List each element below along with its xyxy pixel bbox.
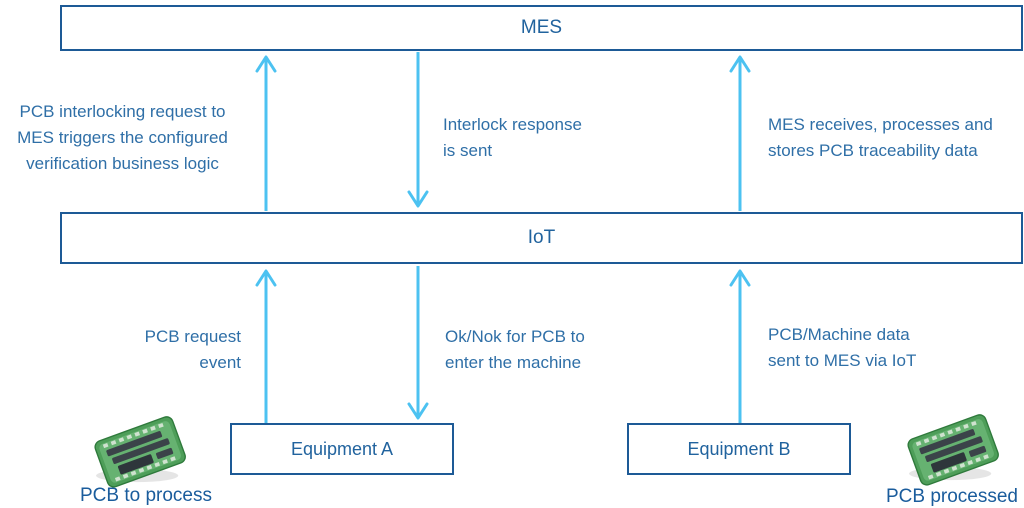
flow-text-line: event: [199, 353, 241, 372]
interlock-request-arrow-icon: [253, 52, 279, 211]
flow-text-interlock-request: PCB interlocking request to MES triggers…: [0, 99, 245, 177]
flow-text-ok-nok: Ok/Nok for PCB to enter the machine: [445, 324, 585, 376]
equipment-b-label: Equipment B: [687, 438, 791, 459]
flow-text-pcb-request: PCB request event: [66, 324, 241, 376]
flow-text-line: verification business logic: [26, 154, 219, 173]
pcb-to-process-caption: PCB to process: [80, 485, 212, 506]
flow-text-line: enter the machine: [445, 353, 582, 372]
flow-text-machine-data: PCB/Machine data sent to MES via IoT: [768, 322, 916, 374]
flow-text-line: Ok/Nok for PCB to: [445, 327, 585, 346]
flow-text-line: PCB/Machine data: [768, 325, 910, 344]
pcb-board-icon: [907, 414, 999, 486]
pcb-processed-caption: PCB processed: [885, 486, 1018, 507]
equipment-a-label: Equipment A: [290, 438, 394, 459]
interlock-response-arrow-icon: [405, 52, 431, 211]
pcb-processed-illustration: [896, 412, 1008, 488]
equipment-a-box: Equipment A: [230, 423, 454, 475]
flow-text-line: Interlock response: [443, 115, 582, 134]
pcb-to-process-illustration: [83, 414, 195, 490]
iot-box: IoT: [60, 212, 1023, 264]
flow-text-line: MES receives, processes and: [768, 115, 993, 134]
equipment-b-box: Equipment B: [627, 423, 851, 475]
ok-nok-arrow-icon: [405, 266, 431, 423]
pcb-board-icon: [94, 416, 186, 488]
flow-text-line: MES triggers the configured: [17, 128, 228, 147]
iot-label: IoT: [527, 227, 556, 248]
flow-text-line: stores PCB traceability data: [768, 141, 978, 160]
flow-text-interlock-response: Interlock response is sent: [443, 112, 582, 164]
traceability-arrow-icon: [727, 52, 753, 211]
flow-text-line: is sent: [443, 141, 493, 160]
flow-text-traceability: MES receives, processes and stores PCB t…: [768, 112, 993, 164]
mes-label: MES: [520, 17, 563, 38]
machine-data-arrow-icon: [727, 266, 753, 423]
flow-text-line: PCB request: [144, 327, 241, 346]
flow-text-line: sent to MES via IoT: [768, 351, 917, 370]
pcb-request-arrow-icon: [253, 266, 279, 423]
mes-box: MES: [60, 5, 1023, 51]
flow-text-line: PCB interlocking request to: [19, 102, 226, 121]
